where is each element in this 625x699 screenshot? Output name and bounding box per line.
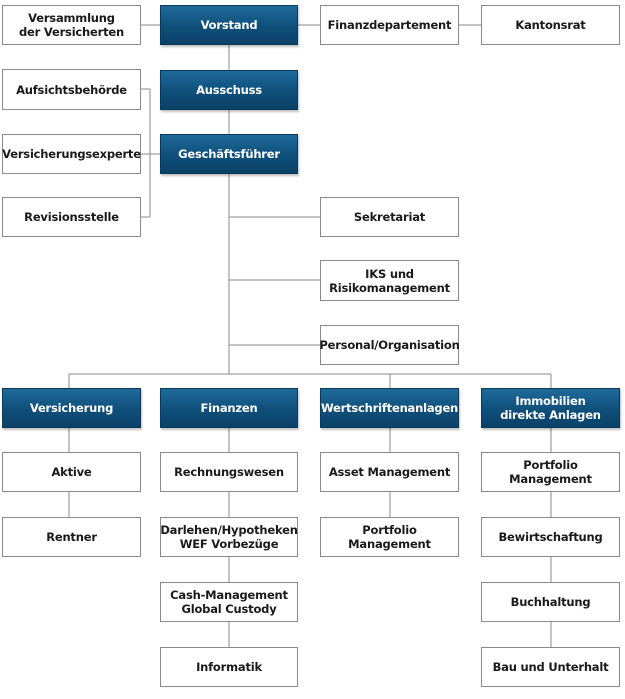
box-buchhaltung: Buchhaltung <box>481 582 620 622</box>
box-bau-und-unterhalt: Bau und Unterhalt <box>481 647 620 687</box>
box-portfolio-management-wertschriften: Portfolio Management <box>320 517 459 557</box>
box-geschaeftsfuehrer: Geschäftsführer <box>160 134 298 174</box>
box-darlehen-hypotheken: Darlehen/Hypotheken WEF Vorbezüge <box>160 517 298 557</box>
box-rechnungswesen: Rechnungswesen <box>160 452 298 492</box>
box-sekretariat: Sekretariat <box>320 197 459 237</box>
box-revisionsstelle: Revisionsstelle <box>2 197 141 237</box>
box-versicherung: Versicherung <box>2 388 141 428</box>
box-asset-management: Asset Management <box>320 452 459 492</box>
box-kantonsrat: Kantonsrat <box>481 5 620 45</box>
box-wertschriftenanlagen: Wertschriftenanlagen <box>320 388 459 428</box>
box-aufsichtsbehoerde: Aufsichtsbehörde <box>2 69 141 110</box>
box-informatik: Informatik <box>160 647 298 687</box>
box-bewirtschaftung: Bewirtschaftung <box>481 517 620 557</box>
box-ausschuss: Ausschuss <box>160 70 298 110</box>
box-finanzen: Finanzen <box>160 388 298 428</box>
box-versammlung-der-versicherten: Versammlung der Versicherten <box>2 5 141 45</box>
box-personal-organisation: Personal/Organisation <box>319 325 460 365</box>
box-finanzdepartement: Finanzdepartement <box>320 5 459 45</box>
box-versicherungsexperte: Versicherungsexperte <box>2 134 141 174</box>
box-vorstand: Vorstand <box>160 5 298 45</box>
box-portfolio-management-immobilien: Portfolio Management <box>481 452 620 492</box>
box-aktive: Aktive <box>2 452 141 492</box>
box-immobilien-direkte-anlagen: Immobilien direkte Anlagen <box>481 388 620 428</box>
box-iks-und-risikomanagement: IKS und Risikomanagement <box>320 260 459 301</box>
box-rentner: Rentner <box>2 517 141 557</box>
box-cash-management: Cash-Management Global Custody <box>160 582 298 622</box>
